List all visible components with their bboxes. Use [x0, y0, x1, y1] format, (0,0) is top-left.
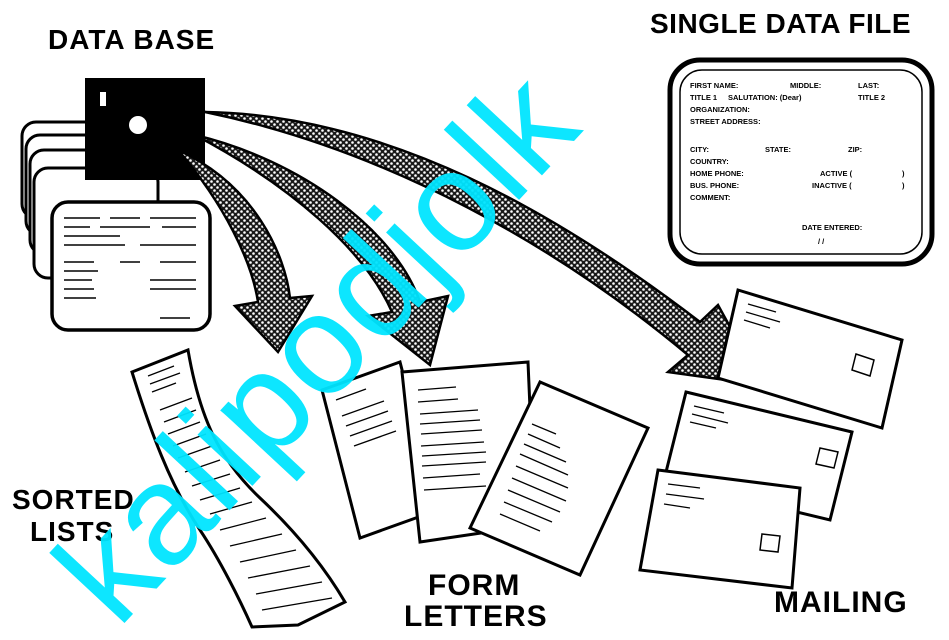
sorted-list-printout	[130, 347, 348, 629]
form-country: COUNTRY:	[690, 157, 729, 166]
single-data-file-label: SINGLE DATA FILE	[650, 8, 912, 39]
form-comment: COMMENT:	[690, 193, 730, 202]
form-last: LAST:	[858, 81, 879, 90]
single-data-file-screen: FIRST NAME: MIDDLE: LAST: TITLE 1 SALUTA…	[667, 57, 935, 267]
form-bus-phone: BUS. PHONE:	[690, 181, 739, 190]
form-first-name: FIRST NAME:	[690, 81, 738, 90]
mailing-envelopes	[638, 288, 904, 590]
stamp-icon	[759, 533, 781, 553]
form-active-close: )	[902, 169, 905, 178]
arrow-to-sorted-lists	[177, 148, 315, 355]
sorted-lists-label-line1: SORTED	[12, 484, 135, 515]
form-title2: TITLE 2	[858, 93, 885, 102]
mailing-label: MAILING	[774, 586, 908, 619]
form-organization: ORGANIZATION:	[690, 105, 750, 114]
form-date-entered: DATE ENTERED:	[802, 223, 862, 232]
form-state: STATE:	[765, 145, 791, 154]
form-inactive-close: )	[902, 181, 905, 190]
form-street: STREET ADDRESS:	[690, 117, 761, 126]
envelope	[716, 288, 904, 430]
form-active: ACTIVE (	[820, 169, 853, 178]
stamp-icon	[815, 447, 839, 469]
form-salutation: SALUTATION: (Dear)	[728, 93, 802, 102]
form-letters-label-line2: LETTERS	[404, 600, 548, 633]
form-city: CITY:	[690, 145, 709, 154]
front-record-card	[50, 200, 212, 332]
form-middle: MIDDLE:	[790, 81, 821, 90]
database-label: DATA BASE	[48, 24, 216, 55]
form-letters-group	[320, 360, 651, 577]
form-title1: TITLE 1	[690, 93, 717, 102]
form-letter	[467, 380, 651, 577]
sorted-lists-label-line2: LISTS	[30, 516, 115, 547]
form-zip: ZIP:	[848, 145, 862, 154]
form-home-phone: HOME PHONE:	[690, 169, 744, 178]
form-letters-label-line1: FORM	[428, 569, 521, 602]
floppy-disk-icon	[85, 78, 205, 180]
form-date-slashes: / /	[818, 237, 825, 246]
form-inactive: INACTIVE (	[812, 181, 852, 190]
arrow-to-form-letters	[194, 133, 450, 368]
stamp-icon	[851, 353, 875, 377]
envelope	[638, 468, 802, 590]
